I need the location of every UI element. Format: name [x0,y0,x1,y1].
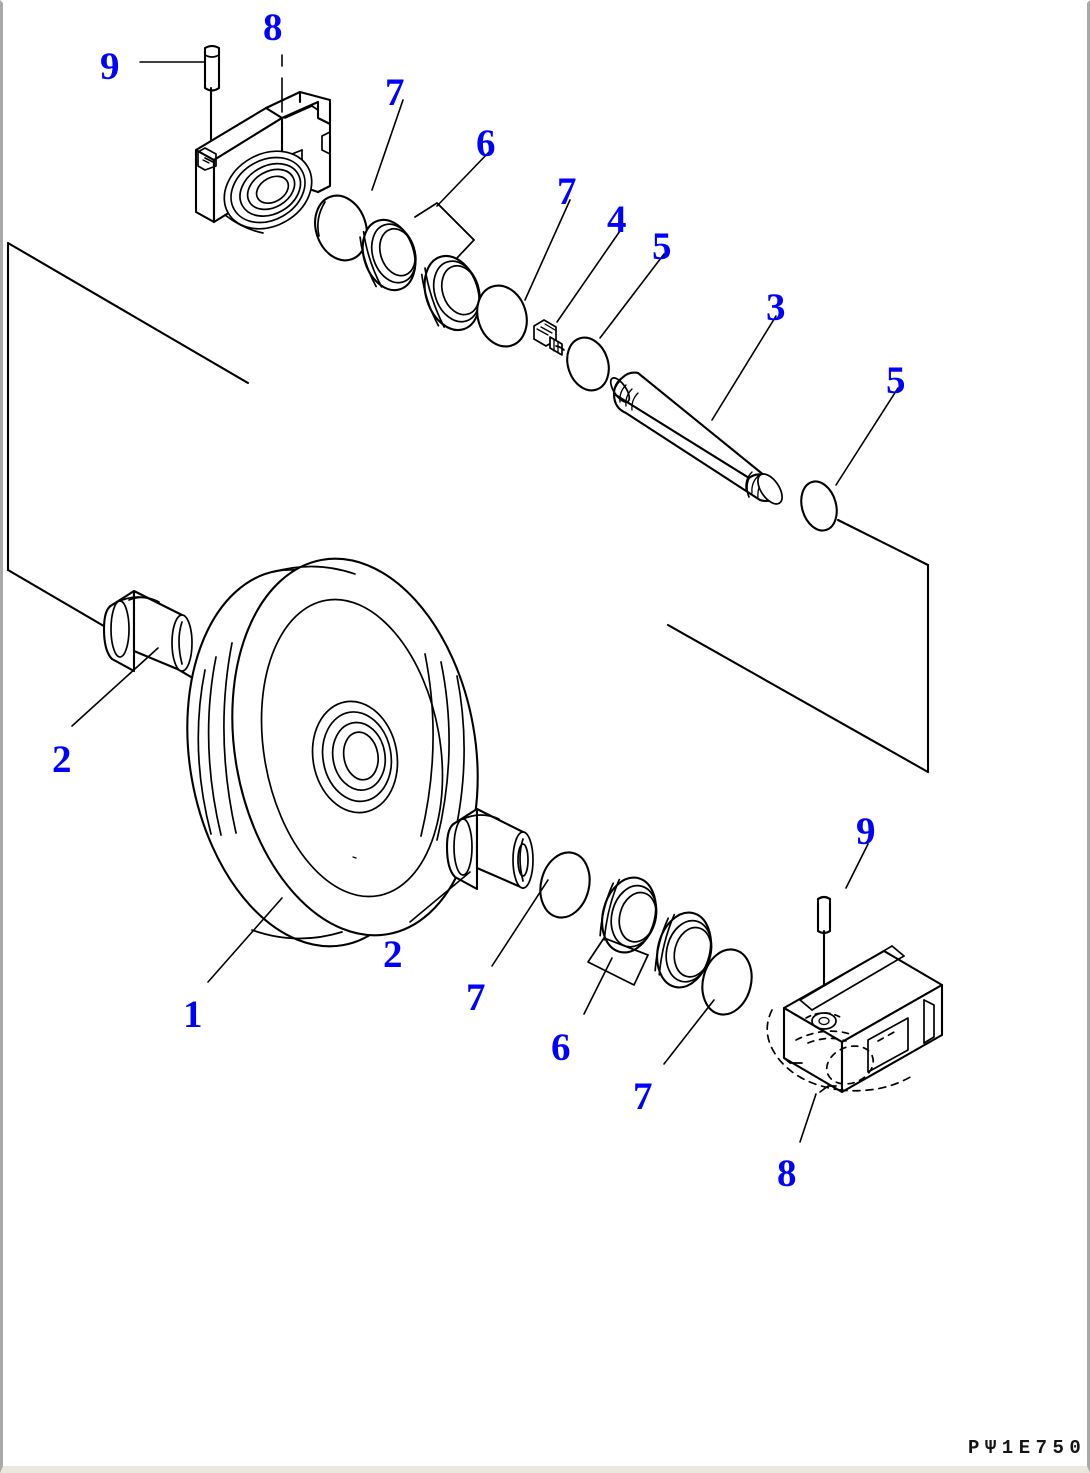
callout-5-upper: 5 [652,225,672,268]
o-ring-2 [800,480,838,532]
callout-8-bottom: 8 [777,1152,797,1195]
drawing-part-code: PΨ1E750 [968,1437,1087,1459]
callout-7-lower-2: 7 [633,1075,653,1118]
floating-seal-upper [359,202,481,332]
callout-2-left: 2 [52,738,72,781]
callout-6-upper: 6 [476,122,496,165]
callout-5-right: 5 [886,359,906,402]
bushing-right [445,807,534,891]
callout-1: 1 [183,993,203,1036]
seal-ring-3 [539,851,591,919]
bushing-left [102,589,193,673]
grease-plug [533,319,565,356]
idler-support-bracket-left [194,90,332,234]
callout-9-bottom: 9 [856,810,876,853]
callout-4: 4 [607,198,627,241]
callout-3: 3 [766,286,786,329]
callout-7-upper-1: 7 [385,71,405,114]
seal-ring-1 [314,194,368,262]
callout-2-right: 2 [383,933,403,976]
floating-seal-lower [587,876,713,989]
seal-ring-4 [701,948,753,1016]
pin-top [203,44,221,164]
idler-support-bracket-right [766,945,944,1094]
track-frame-right [666,518,930,774]
idler-wheel [186,557,479,948]
callout-6-lower: 6 [551,1026,571,1069]
o-ring-1 [566,336,610,392]
callout-7-lower-1: 7 [466,976,486,1019]
pin-bottom [816,895,832,1023]
callout-9-top: 9 [100,45,120,88]
seal-ring-2 [476,284,528,348]
idler-shaft [609,371,783,505]
callout-8-top: 8 [263,6,283,49]
callout-7-upper-2: 7 [557,170,577,213]
leader-lines [71,54,899,1143]
